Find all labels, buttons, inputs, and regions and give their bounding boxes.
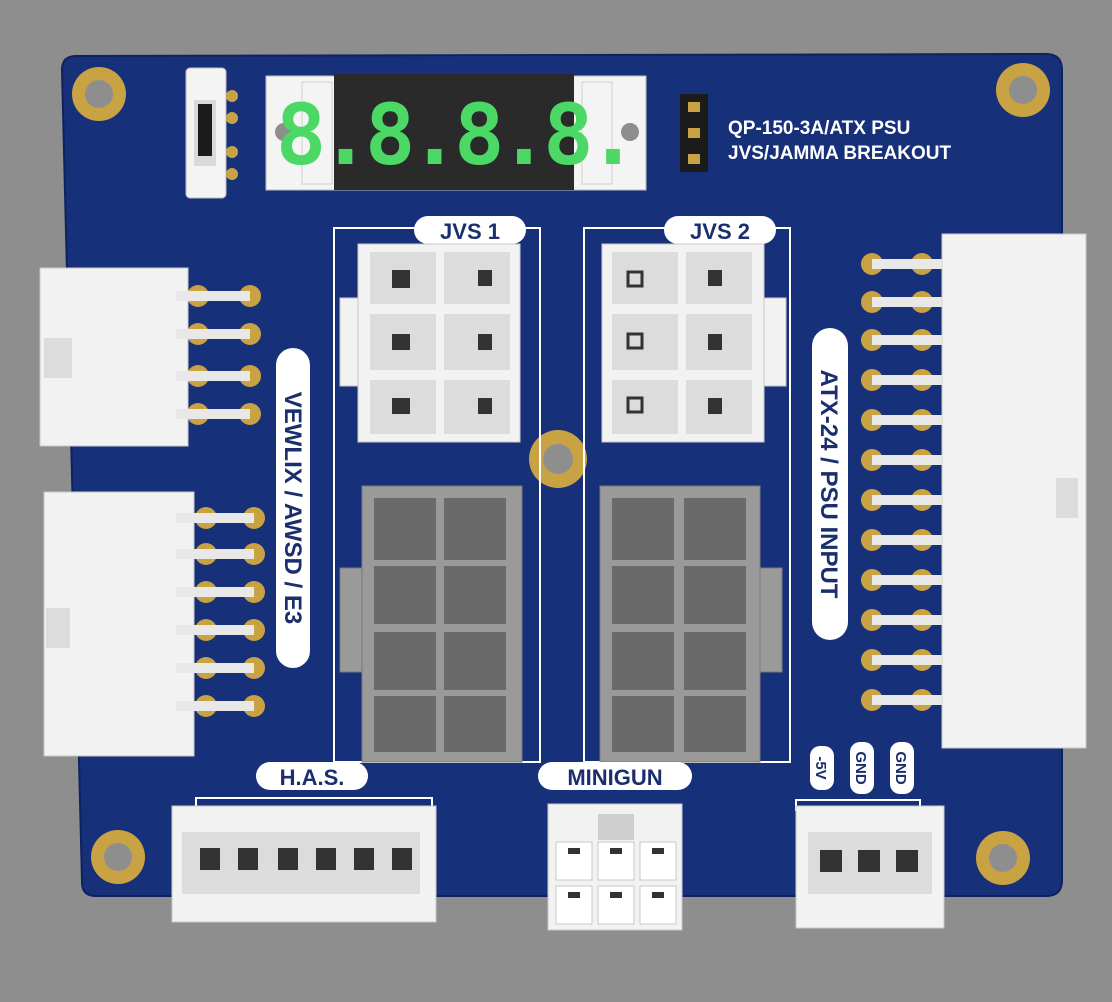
minigun-label: MINIGUN — [567, 765, 662, 790]
mounting-hole-center — [529, 430, 587, 488]
board-title-line1: QP-150-3A/ATX PSU — [728, 118, 910, 139]
mounting-hole-top-left — [72, 67, 126, 121]
seven-segment-display: 8.8.8.8. — [265, 74, 647, 191]
display-digits: 8.8.8.8. — [276, 86, 633, 184]
vewlix-upper-connector — [39, 267, 261, 447]
atx24-connector — [861, 233, 1087, 749]
has-connector — [171, 797, 437, 923]
jvs2-label: JVS 2 — [690, 219, 750, 244]
has-label: H.A.S. — [280, 765, 345, 790]
gnd2-label: GND — [892, 751, 909, 785]
vewlix-label: VEWLIX / AWSD / E3 — [279, 392, 306, 624]
board-title-line2: JVS/JAMMA BREAKOUT — [728, 143, 951, 164]
atx-label: ATX-24 / PSU INPUT — [815, 370, 842, 599]
gnd1-label: GND — [852, 751, 869, 785]
jvs2-grey-connector — [599, 485, 783, 763]
jvs1-grey-connector — [339, 485, 523, 763]
jvs2-white-connector — [601, 243, 787, 443]
minigun-connector — [547, 803, 683, 931]
jvs1-label: JVS 1 — [440, 219, 500, 244]
mounting-hole-bottom-right — [976, 831, 1030, 885]
minus5v-label: -5V — [812, 756, 829, 779]
vewlix-lower-connector — [43, 491, 265, 757]
mounting-hole-top-right — [996, 63, 1050, 117]
jvs1-white-connector — [339, 243, 521, 443]
slide-switch — [185, 67, 238, 199]
pin-header — [680, 94, 708, 172]
mounting-hole-bottom-left — [91, 830, 145, 884]
power-3pin-connector — [795, 799, 945, 929]
